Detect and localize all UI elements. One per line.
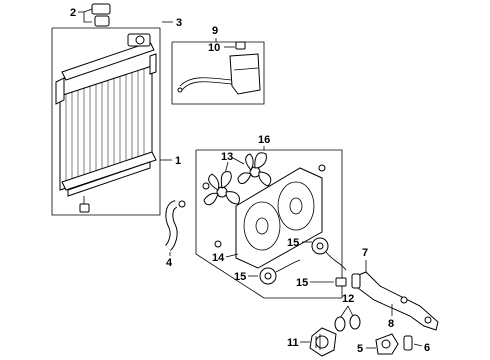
callout-2: 2 xyxy=(70,7,76,19)
cooling-fan-blade-left xyxy=(203,171,240,206)
callout-11: 11 xyxy=(287,337,299,349)
cooling-fan-blade-right xyxy=(237,152,272,187)
callout-13: 13 xyxy=(221,151,233,163)
gaskets xyxy=(334,314,361,332)
water-pump xyxy=(309,327,337,357)
callout-16: 15 xyxy=(296,277,308,289)
coolant-reservoir xyxy=(177,41,261,95)
fan-motor-lower xyxy=(259,259,301,285)
callout-12: 12 xyxy=(342,293,354,305)
fan-motor-upper xyxy=(311,237,347,271)
water-outlet-pipe xyxy=(351,271,439,331)
callout-8: 8 xyxy=(388,318,394,330)
fan-shroud xyxy=(235,167,323,269)
callout-10: 10 xyxy=(208,42,220,54)
thermostat-housing xyxy=(375,333,399,355)
fan-connector xyxy=(335,277,347,287)
callout-3: 3 xyxy=(176,17,182,29)
callout-7: 7 xyxy=(362,247,368,259)
callout-5: 5 xyxy=(357,343,363,355)
radiator-assembly xyxy=(51,27,161,216)
callout-4: 4 xyxy=(166,257,173,269)
callout-15-lower: 15 xyxy=(234,271,246,283)
callout-15-upper: 15 xyxy=(287,237,299,249)
radiator-cap xyxy=(91,3,111,27)
callout-6: 6 xyxy=(424,342,430,354)
callout-1: 1 xyxy=(175,155,181,167)
upper-radiator-hose xyxy=(138,7,161,23)
callout-17: 16 xyxy=(258,134,270,146)
lower-radiator-hose xyxy=(164,200,186,251)
thermostat xyxy=(403,335,413,351)
callout-14: 14 xyxy=(212,252,225,264)
callout-9: 9 xyxy=(212,25,218,37)
